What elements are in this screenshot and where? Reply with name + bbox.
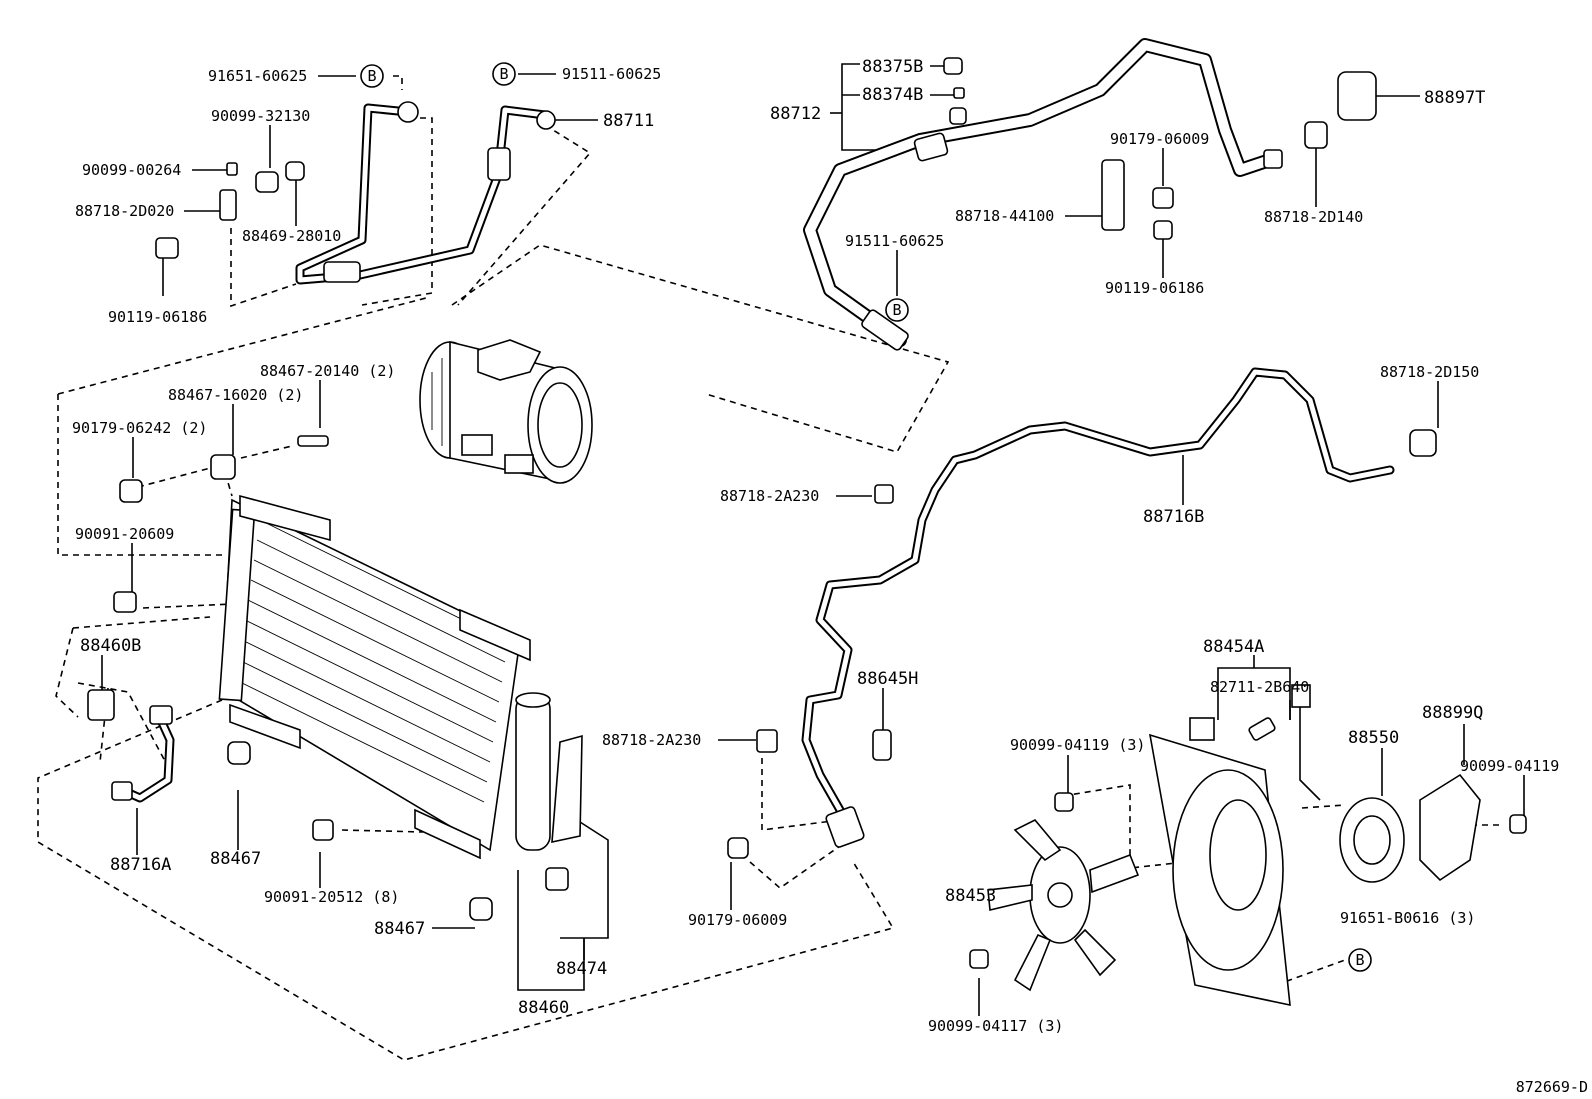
label-88718-44100: 88718-44100 bbox=[955, 207, 1054, 225]
label-88460B: 88460B bbox=[80, 636, 141, 656]
label-88460: 88460 bbox=[518, 998, 569, 1018]
label-88711: 88711 bbox=[603, 111, 654, 131]
label-90099-04119-left: 90099-04119 (3) bbox=[1010, 736, 1145, 754]
label-91651-B0616: 91651-B0616 (3) bbox=[1340, 909, 1475, 927]
leader-lines bbox=[101, 63, 1525, 1016]
diagram-id: 872669-D bbox=[1516, 1078, 1588, 1096]
label-88375B: 88375B bbox=[862, 57, 923, 77]
compressor bbox=[419, 339, 593, 484]
label-88467-20140: 88467-20140 (2) bbox=[260, 362, 395, 380]
svg-text:B: B bbox=[367, 67, 376, 85]
label-88718-2D140: 88718-2D140 bbox=[1264, 208, 1363, 226]
label-90119-06186-right: 90119-06186 bbox=[1105, 279, 1204, 297]
label-88550: 88550 bbox=[1348, 728, 1399, 748]
fasteners bbox=[113, 57, 1527, 969]
label-88716B: 88716B bbox=[1143, 507, 1204, 527]
label-91511-60625-top: 91511-60625 bbox=[562, 65, 661, 83]
b-marker-3: B bbox=[885, 298, 909, 322]
label-88453: 88453 bbox=[945, 886, 996, 906]
label-91511-60625-mid: 91511-60625 bbox=[845, 232, 944, 250]
label-88645H: 88645H bbox=[857, 669, 918, 689]
svg-text:B: B bbox=[499, 65, 508, 83]
label-90119-06186-left: 90119-06186 bbox=[108, 308, 207, 326]
label-88899Q: 88899Q bbox=[1422, 703, 1483, 723]
label-88469-28010: 88469-28010 bbox=[242, 227, 341, 245]
cooling-fan-assembly bbox=[987, 684, 1481, 1007]
label-88374B: 88374B bbox=[862, 85, 923, 105]
label-82711-2B640: 82711-2B640 bbox=[1210, 678, 1309, 696]
refrigerant-lines bbox=[111, 38, 1395, 848]
label-90091-20512: 90091-20512 (8) bbox=[264, 888, 399, 906]
part-labels: 91651-60625 91511-60625 90099-32130 8871… bbox=[72, 57, 1588, 1096]
suction-hose-88712 bbox=[803, 38, 1283, 351]
label-90099-00264: 90099-00264 bbox=[82, 161, 181, 179]
b-marker-2: B bbox=[492, 62, 516, 86]
label-90179-06242: 90179-06242 (2) bbox=[72, 419, 207, 437]
label-88467-b: 88467 bbox=[374, 919, 425, 939]
label-88716A: 88716A bbox=[110, 855, 171, 875]
label-90179-06009-bottom: 90179-06009 bbox=[688, 911, 787, 929]
label-90179-06009-top: 90179-06009 bbox=[1110, 130, 1209, 148]
condenser-88460 bbox=[87, 494, 583, 921]
label-88467-a: 88467 bbox=[210, 849, 261, 869]
discharge-hose-88711 bbox=[295, 101, 556, 285]
label-88718-2A230-top: 88718-2A230 bbox=[720, 487, 819, 505]
label-88718-2D150: 88718-2D150 bbox=[1380, 363, 1479, 381]
label-88474: 88474 bbox=[556, 959, 607, 979]
label-88454A: 88454A bbox=[1203, 637, 1264, 657]
label-88897T: 88897T bbox=[1424, 88, 1485, 108]
svg-text:B: B bbox=[1355, 951, 1364, 969]
label-91651-60625-top: 91651-60625 bbox=[208, 67, 307, 85]
svg-text:B: B bbox=[892, 301, 901, 319]
label-90099-04119-right: 90099-04119 bbox=[1460, 757, 1559, 775]
label-90099-04117: 90099-04117 (3) bbox=[928, 1017, 1063, 1035]
label-90091-20609: 90091-20609 bbox=[75, 525, 174, 543]
label-88467-16020: 88467-16020 (2) bbox=[168, 386, 303, 404]
b-marker-1: B bbox=[360, 64, 384, 88]
label-88718-2D020: 88718-2D020 bbox=[75, 202, 174, 220]
label-88712: 88712 bbox=[770, 104, 821, 124]
liquid-tube-88716B bbox=[801, 367, 1395, 848]
label-88718-2A230-bottom: 88718-2A230 bbox=[602, 731, 701, 749]
tube-88716A bbox=[111, 705, 175, 803]
b-marker-4: B bbox=[1348, 948, 1372, 972]
label-90099-32130: 90099-32130 bbox=[211, 107, 310, 125]
fan-blades-88453 bbox=[987, 819, 1140, 992]
b-reference-markers: B B B B bbox=[360, 62, 1372, 972]
